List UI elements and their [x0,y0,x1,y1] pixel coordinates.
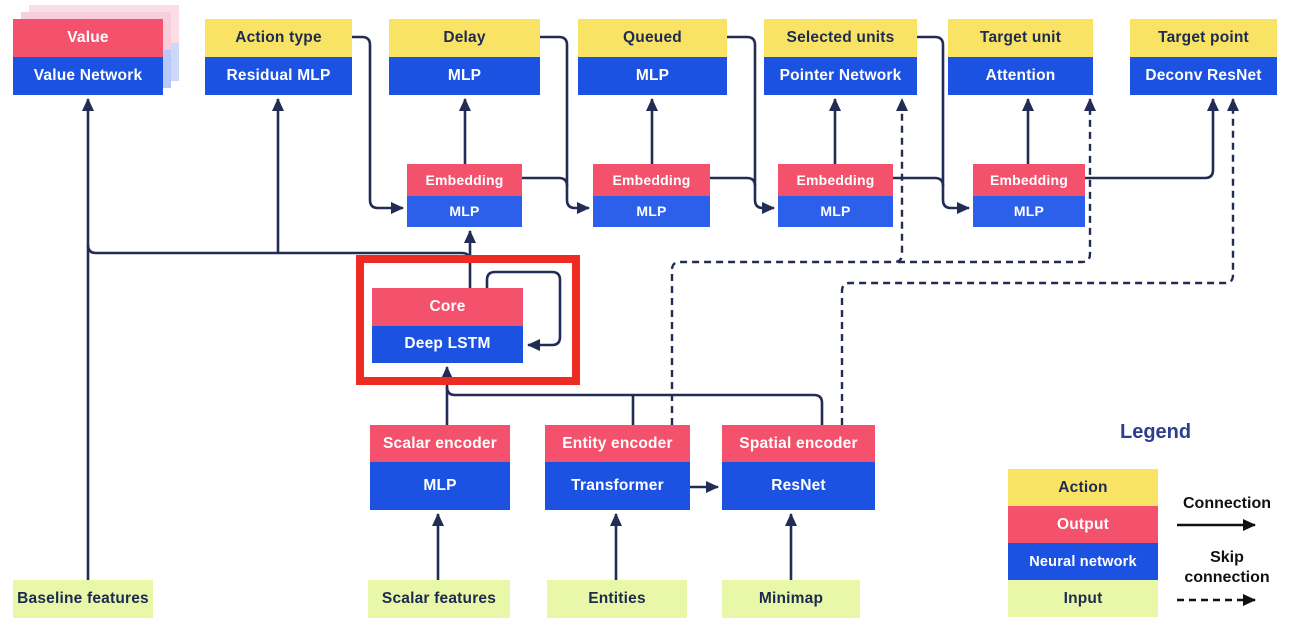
embedding1-label: Embedding [425,171,504,188]
input-box-entities: Entities [547,580,687,618]
legend-connection-label: Connection [1183,495,1271,512]
legend-title: Legend [1120,421,1192,443]
embedding1-mlp-label: MLP [449,203,480,220]
head-delay-label: Delay [443,29,486,46]
core-label: Core [429,297,466,315]
head-value-output-label: Value [67,29,109,46]
embedding3-label: Embedding [796,171,875,188]
core-lstm-label: Deep LSTM [404,335,491,353]
embedding-box-4: Embedding MLP [973,164,1085,227]
conn-embedding1-forward [522,176,569,187]
conn-selectedunits-to-embedding4 [917,35,970,214]
head-box-target-point: Target point Deconv ResNet [1130,19,1277,95]
scalar-encoder-network-label: MLP [423,477,457,494]
embedding3-mlp-label: MLP [820,203,851,220]
head-target-point-label: Target point [1158,29,1249,46]
head-selected-units-network-label: Pointer Network [779,67,902,84]
conn-queued-to-embedding3 [727,35,775,214]
legend-swatch-neural-network: Neural network [1008,543,1158,580]
embedding2-mlp-label: MLP [636,203,667,220]
head-action-type-label: Action type [235,29,322,46]
embedding4-mlp-label: MLP [1013,203,1045,220]
spatial-encoder-network-label: ResNet [771,477,826,494]
head-delay-network-label: MLP [447,67,482,84]
head-target-unit-network-label: Attention [985,67,1056,84]
input-box-scalar-features: Scalar features [368,580,510,618]
conn-actiontype-to-embedding1 [352,35,404,214]
encoder-box-spatial: Spatial encoder ResNet [722,425,875,510]
input-box-baseline-features: Baseline features [13,580,153,618]
embedding4-label: Embedding [989,171,1069,188]
encoder-box-entity: Entity encoder Transformer [545,425,690,510]
entity-encoder-label: Entity encoder [562,434,673,452]
encoder-box-scalar: Scalar encoder MLP [370,425,510,510]
legend-action-label: Action [1058,478,1108,496]
head-selected-units-label: Selected units [786,29,895,46]
head-target-unit-label: Target unit [979,29,1062,46]
conn-delay-to-embedding2 [540,35,590,214]
head-value-network-label: Value Network [33,67,143,84]
head-box-selected-units: Selected units Pointer Network [764,19,917,95]
input-box-minimap: Minimap [722,580,860,618]
entity-encoder-network-label: Transformer [571,477,664,494]
skip-entity-to-pointer [670,98,908,425]
legend-skip-line2: connection [1184,569,1270,586]
head-action-type-network-label: Residual MLP [226,67,331,84]
legend-skip-connection-label: Skip connection [1177,548,1277,588]
baseline-features-label: Baseline features [17,590,149,607]
head-box-target-unit: Target unit Attention [948,19,1093,95]
embedding2-label: Embedding [612,171,691,188]
conn-embedding3-forward [893,176,945,187]
embedding-box-2: Embedding MLP [593,164,710,227]
embedding-box-3: Embedding MLP [778,164,893,227]
minimap-label: Minimap [758,590,824,607]
head-box-value: Value Value Network [13,19,163,95]
head-box-delay: Delay MLP [389,19,540,95]
skip-entity-to-attention [898,98,1096,264]
conn-core-self-loop [485,270,562,351]
legend-swatch-action: Action [1008,469,1158,506]
legend-swatch-input: Input [1008,580,1158,617]
conn-embedding4-to-deconv [1085,98,1219,180]
legend-neural-network-label: Neural network [1029,553,1137,570]
head-queued-network-label: MLP [635,67,670,84]
legend-input-label: Input [1063,589,1103,607]
scalar-features-label: Scalar features [381,590,497,607]
head-box-action-type: Action type Residual MLP [205,19,352,95]
legend-output-label: Output [1057,515,1109,533]
embedding-box-1: Embedding MLP [407,164,522,227]
core-highlight-rectangle [356,255,580,385]
legend-swatches: Action Output Neural network Input [1008,469,1158,617]
conn-spatialencoder-to-core [445,386,824,425]
head-queued-label: Queued [623,29,682,46]
entities-label: Entities [588,590,646,607]
legend-skip-line1: Skip [1210,549,1244,566]
core-box: Core Deep LSTM [372,288,523,363]
head-box-queued: Queued MLP [578,19,727,95]
spatial-encoder-label: Spatial encoder [739,434,858,452]
scalar-encoder-label: Scalar encoder [383,434,497,452]
legend-swatch-output: Output [1008,506,1158,543]
head-target-point-network-label: Deconv ResNet [1145,67,1262,84]
skip-spatial-to-deconv [840,98,1239,425]
conn-embedding2-forward [710,176,757,187]
